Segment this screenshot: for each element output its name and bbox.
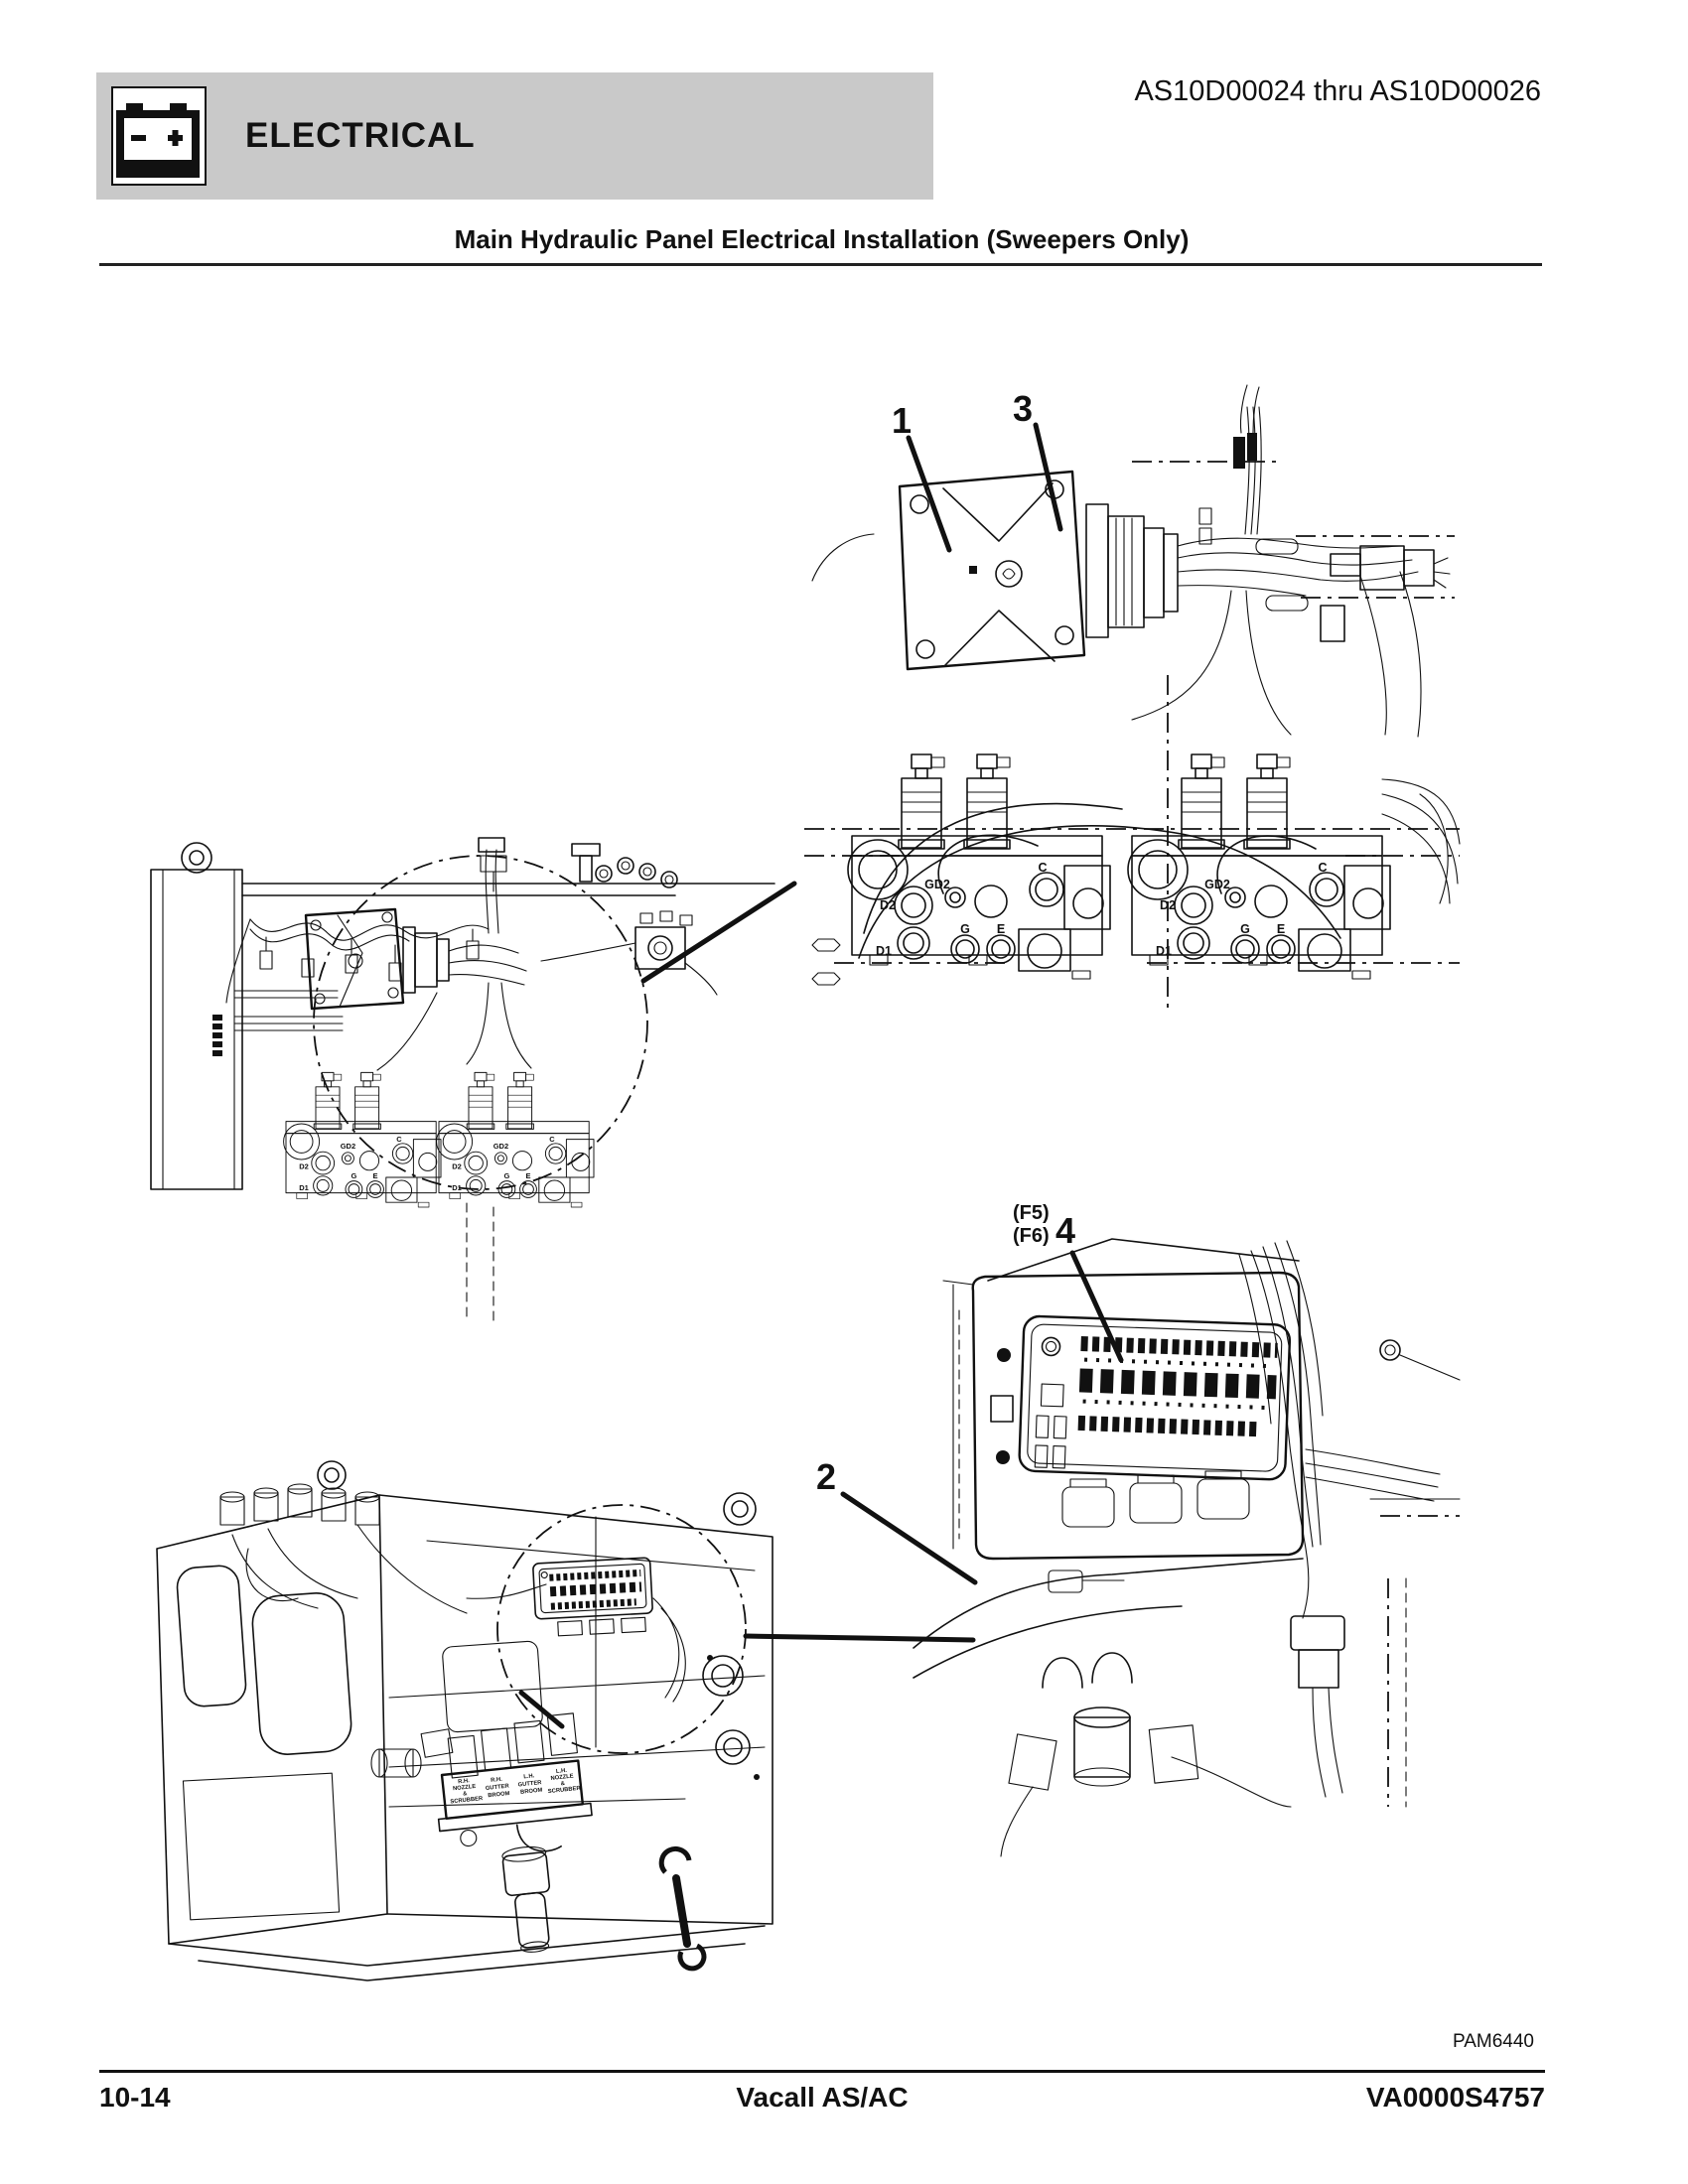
svg-text:GD2: GD2: [493, 1142, 508, 1151]
connector-cluster: [540, 857, 718, 996]
port-label: G: [960, 922, 970, 936]
footer-doc-code: VA0000S4757: [1365, 2082, 1545, 2113]
port-labels-left-block: D2 GD2 C D1 G E: [876, 861, 1048, 958]
valve-bank-label: L.H. NOZZLE & SCRUBBER: [546, 1767, 582, 1796]
solenoid-row: [219, 1483, 547, 1614]
leader-line: [1033, 422, 1063, 532]
svg-text:GD2: GD2: [341, 1142, 355, 1151]
wrench: [658, 1845, 707, 1972]
callout-f6: (F6): [1013, 1225, 1050, 1247]
leader-line: [518, 1690, 565, 1729]
callout-1: 1: [892, 400, 912, 441]
callout-4: 4: [1055, 1210, 1075, 1251]
svg-text:G: G: [351, 1171, 356, 1180]
svg-text:C: C: [396, 1135, 402, 1144]
drawing-machine-frame: R.H. NOZZLE & SCRUBBER R.H. GUTTER BROOM…: [156, 1460, 976, 1981]
svg-text:D1: D1: [452, 1183, 462, 1192]
port-label: D2: [880, 898, 896, 912]
svg-text:E: E: [525, 1171, 530, 1180]
port-label: GD2: [924, 878, 950, 891]
callout-f5: (F5): [1013, 1202, 1050, 1224]
drawing-hydraulic-panel: D2 GD2 C D1 G E D2 GD2 C D1 G E: [150, 837, 775, 1323]
leader-line: [1069, 1250, 1124, 1363]
footer-model: Vacall AS/AC: [736, 2082, 909, 2113]
port-label: C: [1318, 861, 1327, 875]
leader-line: [906, 435, 952, 553]
svg-text:D1: D1: [299, 1183, 309, 1192]
callout-2: 2: [816, 1456, 836, 1497]
leader-line: [840, 1491, 978, 1585]
fuse-panel-small: [532, 1557, 653, 1637]
callout-layer: 1 3 (F5) (F6) 4 2: [640, 388, 1124, 1585]
detail-circle: [313, 855, 648, 1190]
port-label: E: [997, 922, 1005, 936]
port-labels-right-block: D2 GD2 C D1 G E: [1156, 861, 1328, 958]
port-label: G: [1240, 922, 1250, 936]
tank-embossed-text: [212, 1015, 222, 1056]
section-banner: ELECTRICAL: [96, 72, 933, 200]
mini-port-labels: D2 GD2 C D1 G E: [299, 1135, 402, 1192]
port-label: D2: [1160, 898, 1176, 912]
detail-circle: [496, 1504, 747, 1754]
drawing-pump-manifold-detail: D2 GD2 C D1 G E D2 GD2 C D1 G E: [804, 384, 1461, 1013]
port-label: E: [1277, 922, 1285, 936]
port-label: D1: [1156, 944, 1172, 958]
bolt-detail: [811, 938, 841, 986]
svg-text:E: E: [372, 1171, 377, 1180]
footer-page-number: 10-14: [99, 2082, 171, 2113]
section-title: ELECTRICAL: [245, 116, 476, 155]
fuse-panel: [1018, 1314, 1292, 1481]
figure-code: PAM6440: [1452, 2031, 1534, 2052]
valve-bank-label: L.H. GUTTER BROOM: [517, 1772, 545, 1796]
leader-line: [640, 881, 797, 984]
title-rule: [99, 263, 1542, 266]
page-footer: 10-14 Vacall AS/AC VA0000S4757: [99, 2082, 1545, 2114]
port-label: C: [1038, 861, 1047, 875]
valve-bank-label: R.H. NOZZLE & SCRUBBER: [448, 1777, 484, 1806]
battery-icon: [111, 86, 207, 186]
callout-3: 3: [1013, 388, 1033, 429]
mini-port-labels: D2 GD2 C D1 G E: [452, 1135, 555, 1192]
svg-text:D2: D2: [452, 1162, 462, 1171]
svg-text:D2: D2: [299, 1162, 309, 1171]
svg-text:G: G: [503, 1171, 509, 1180]
leader-line: [743, 1633, 976, 1643]
port-label: GD2: [1204, 878, 1230, 891]
drawing-fuse-panel-detail: [913, 1238, 1461, 1857]
doc-range: AS10D00024 thru AS10D00026: [1134, 75, 1541, 107]
port-label: D1: [876, 944, 892, 958]
page-title: Main Hydraulic Panel Electrical Installa…: [454, 224, 1190, 254]
valve-bank: R.H. NOZZLE & SCRUBBER R.H. GUTTER BROOM…: [437, 1712, 593, 1953]
svg-text:C: C: [549, 1135, 555, 1144]
footer-rule: [99, 2070, 1545, 2073]
valve-bank-label: R.H. GUTTER BROOM: [485, 1776, 512, 1800]
